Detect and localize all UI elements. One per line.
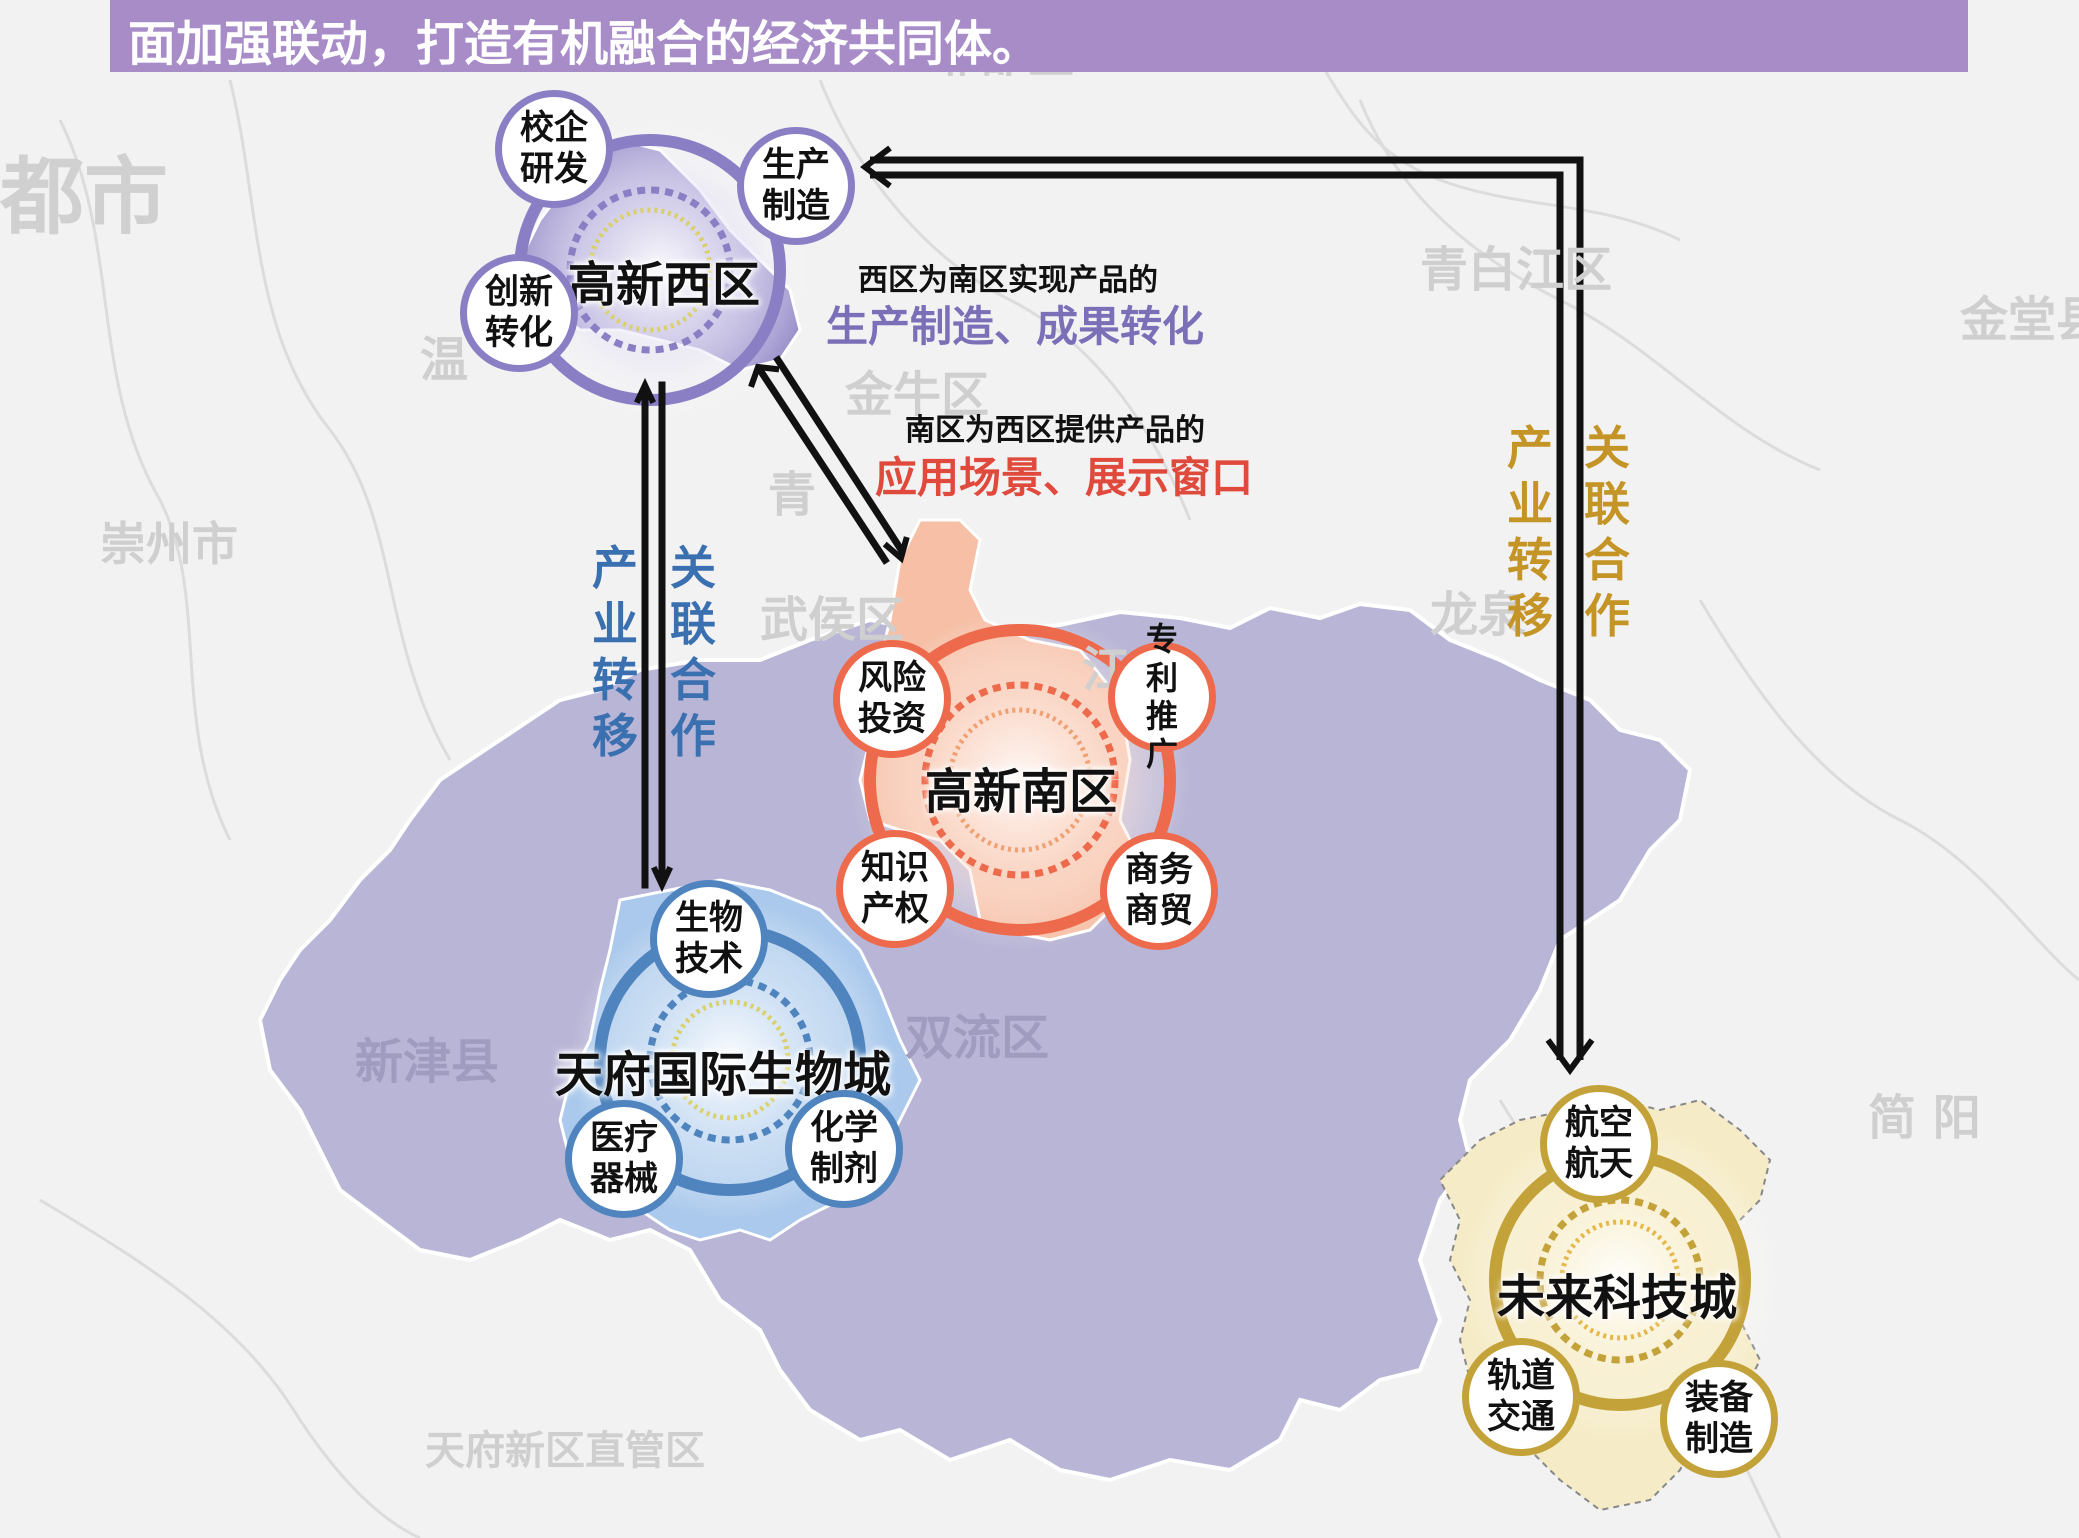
vtext-gold-cooperation: 关联合作 bbox=[1584, 421, 1630, 644]
vtext-blue-cooperation: 关联合作 bbox=[670, 541, 716, 764]
sat-west-rd: 校企研发 bbox=[495, 90, 613, 208]
hub-title-future: 未来科技城 bbox=[1497, 1270, 1738, 1326]
west-south-arrows bbox=[748, 355, 910, 565]
label-qingbaijiang: 青白江区 bbox=[1420, 242, 1613, 298]
sat-future-aerospace: 航空航天 bbox=[1540, 1085, 1658, 1203]
hub-title-west: 高新西区 bbox=[568, 257, 761, 313]
sat-south-venture: 风险投资 bbox=[833, 640, 951, 758]
label-dushi: 都市 bbox=[0, 148, 169, 246]
sat-future-rail: 轨道交通 bbox=[1462, 1338, 1580, 1456]
label-tianfu-xinqu: 天府新区直管区 bbox=[425, 1428, 705, 1474]
sat-south-patent: 专利推广 bbox=[1108, 620, 1216, 773]
annotation-west-line1: 西区为南区实现产品的 bbox=[858, 263, 1158, 298]
hub-title-south: 高新南区 bbox=[925, 764, 1118, 820]
label-jianyang: 简 阳 bbox=[1868, 1090, 1981, 1146]
sat-bio-chemical: 化学制剂 bbox=[785, 1090, 903, 1208]
sat-bio-biotech: 生物技术 bbox=[650, 880, 768, 998]
label-wuhou: 武侯区 bbox=[760, 592, 905, 648]
main-region bbox=[257, 601, 1693, 1483]
label-shuangliu: 双流区 bbox=[905, 1010, 1050, 1066]
label-xinjin: 新津县 bbox=[355, 1034, 500, 1090]
west-bio-arrows bbox=[634, 377, 673, 893]
sat-west-innovation: 创新转化 bbox=[460, 254, 578, 372]
sat-south-commerce: 商务商贸 bbox=[1100, 832, 1218, 950]
annotation-west-line2: 生产制造、成果转化 bbox=[826, 302, 1205, 351]
label-wen: 温 bbox=[420, 332, 469, 388]
annotation-south-line2: 应用场景、展示窗口 bbox=[875, 453, 1254, 502]
label-qing: 青 bbox=[768, 467, 817, 523]
label-jinniu: 金牛区 bbox=[845, 367, 990, 423]
future-west-loop-arrow bbox=[860, 145, 1595, 1076]
vtext-gold-transfer: 产业转移 bbox=[1507, 421, 1553, 644]
label-longquan: 龙泉 bbox=[1430, 587, 1527, 643]
banner-text: 面加强联动，打造有机融合的经济共同体。 bbox=[128, 16, 1041, 72]
vtext-blue-transfer: 产业转移 bbox=[592, 541, 638, 764]
annotation-south-line1: 南区为西区提供产品的 bbox=[905, 413, 1205, 448]
label-chongzhou: 崇州市 bbox=[100, 517, 238, 571]
south-hub-rings bbox=[864, 624, 1176, 936]
label-jintang: 金堂县 bbox=[1960, 292, 2079, 348]
sat-west-manufacturing: 生产制造 bbox=[737, 127, 855, 245]
sat-future-equipment: 装备制造 bbox=[1660, 1360, 1778, 1478]
sat-south-ip: 知识产权 bbox=[836, 830, 954, 948]
sat-bio-medical: 医疗器械 bbox=[565, 1100, 683, 1218]
header-banner: 面加强联动，打造有机融合的经济共同体。 bbox=[110, 0, 1968, 72]
